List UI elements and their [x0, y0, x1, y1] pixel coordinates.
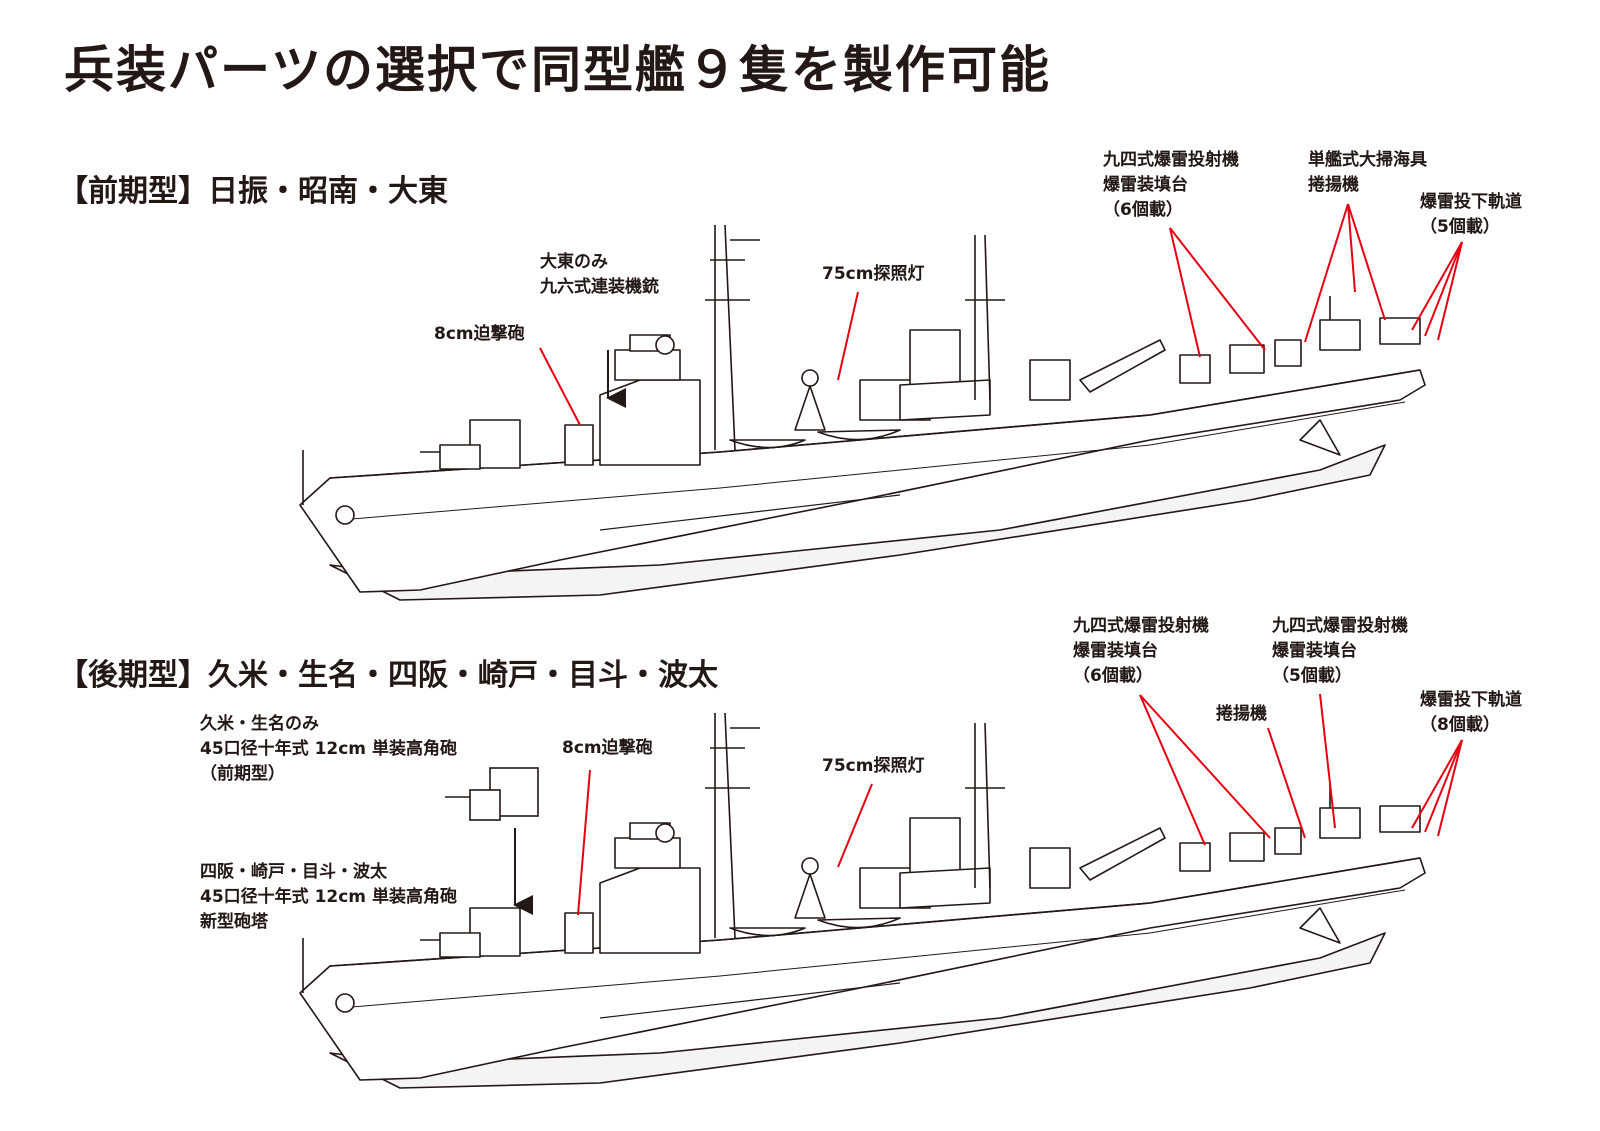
late-searchlight-label: 75cm探照灯: [822, 756, 925, 776]
late-leader-lines: [577, 693, 1463, 916]
early-sweep-label: 単艦式大掃海具 捲揚機: [1308, 150, 1427, 195]
early-leader-lines: [539, 203, 1463, 426]
early-depth-charge-label: 九四式爆雷投射機 爆雷装填台 （6個載）: [1103, 150, 1239, 220]
late-gun-a-label: 久米・生名のみ 45口径十年式 12cm 単装高角砲 （前期型）: [200, 714, 457, 784]
early-mortar-label: 8cm迫撃砲: [434, 324, 525, 344]
early-mg-label: 大東のみ 九六式連装機銃: [540, 252, 659, 297]
late-depth-charge-1-label: 九四式爆雷投射機 爆雷装填台 （6個載）: [1073, 616, 1209, 686]
early-searchlight-label: 75cm探照灯: [822, 264, 925, 284]
late-ship-drawing: [299, 712, 1426, 1089]
late-depth-charge-2-label: 九四式爆雷投射機 爆雷装填台 （5個載）: [1272, 616, 1408, 686]
early-rail-label: 爆雷投下軌道 （5個載）: [1420, 192, 1522, 237]
early-ship-drawing: [299, 224, 1426, 601]
page-title: 兵装パーツの選択で同型艦９隻を製作可能: [64, 41, 1051, 99]
early-type-heading: 【前期型】日振・昭南・大東: [58, 174, 448, 209]
late-type-heading: 【後期型】久米・生名・四阪・崎戸・目斗・波太: [58, 658, 718, 693]
separate-gun-drawing: [445, 767, 539, 821]
late-rail-label: 爆雷投下軌道 （8個載）: [1420, 690, 1522, 735]
late-gun-b-label: 四阪・崎戸・目斗・波太 45口径十年式 12cm 単装高角砲 新型砲塔: [200, 862, 457, 932]
late-mortar-label: 8cm迫撃砲: [562, 738, 653, 758]
late-winch-label: 捲揚機: [1216, 704, 1267, 724]
